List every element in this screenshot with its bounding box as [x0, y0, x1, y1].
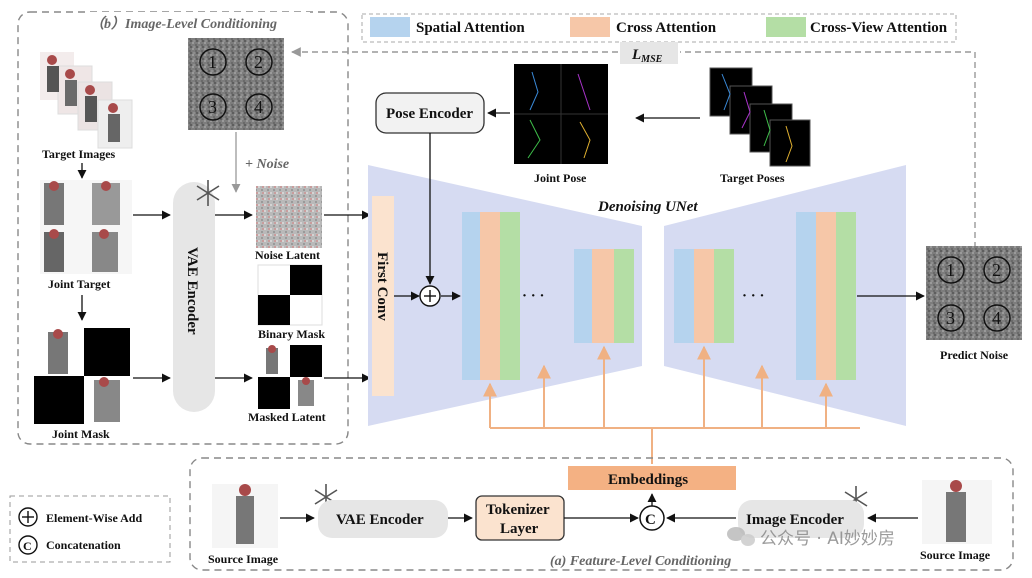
feature-vae-encoder-box — [318, 500, 448, 538]
vae-encoder-label: VAE Encoder — [184, 247, 200, 335]
predict-number-4: 4 — [992, 308, 1001, 328]
symbol-key: Element-Wise Add C Concatenation — [9, 495, 171, 563]
noise-number-3: 3 — [208, 97, 217, 117]
loss-path: LMSE — [291, 42, 976, 248]
embeddings-box — [568, 466, 736, 490]
tokenizer-line1: Tokenizer — [486, 502, 550, 518]
predict-number-2: 2 — [992, 260, 1001, 280]
concat-key-label: Concatenation — [46, 538, 121, 552]
first-conv-block — [372, 196, 394, 396]
unet-title: Denoising UNet — [597, 199, 698, 215]
target-images-label: Target Images — [42, 147, 116, 161]
source-image-left-label: Source Image — [208, 552, 279, 566]
denoising-unet: Denoising UNet First Conv · · · · · · — [368, 165, 925, 426]
watermark-text: 公众号 · AI妙妙房 — [760, 529, 895, 549]
noise-image: 1 2 3 4 — [188, 38, 284, 130]
noise-add-label: + Noise — [245, 157, 289, 172]
joint-pose-label: Joint Pose — [534, 171, 587, 185]
joint-mask-label: Joint Mask — [52, 427, 110, 441]
feature-level-panel: Embeddings Source Image VAE Encoder Toke… — [189, 457, 1014, 571]
source-image-right — [922, 480, 992, 544]
image-level-panel: （b）Image-Level Conditioning Target Image… — [17, 11, 371, 445]
legend-cross-swatch — [570, 17, 610, 37]
legend-crossview-swatch — [766, 17, 806, 37]
legend-spatial-label: Spatial Attention — [416, 20, 525, 36]
masked-latent-label: Masked Latent — [248, 410, 326, 424]
predict-noise-label: Predict Noise — [940, 348, 1009, 362]
joint-mask-grid — [34, 328, 130, 424]
predict-noise-image: 1 2 3 4 — [926, 246, 1022, 340]
source-image-right-label: Source Image — [920, 548, 991, 562]
add-key-label: Element-Wise Add — [46, 511, 142, 525]
noise-number-4: 4 — [254, 97, 263, 117]
noise-latent-image — [256, 186, 322, 248]
joint-target-label: Joint Target — [48, 277, 110, 291]
feature-vae-encoder-label: VAE Encoder — [336, 512, 424, 528]
legend-spatial-swatch — [370, 17, 410, 37]
target-images-stack — [40, 52, 133, 149]
embeddings-label: Embeddings — [608, 472, 688, 488]
concat-key-symbol: C — [23, 539, 32, 553]
image-encoder-label: Image Encoder — [746, 512, 844, 528]
legend-crossview-label: Cross-View Attention — [810, 20, 948, 36]
decoder-ellipsis: · · · — [742, 288, 765, 304]
encoder-ellipsis: · · · — [522, 288, 545, 304]
concat-node — [639, 505, 665, 531]
pose-section: Pose Encoder Joint Pose Target Poses — [375, 64, 811, 285]
image-encoder-box — [738, 500, 864, 538]
concat-node-symbol: C — [645, 512, 656, 528]
predict-number-3: 3 — [946, 308, 955, 328]
masked-latent-image — [258, 345, 322, 409]
joint-pose-image — [514, 64, 608, 164]
predict-number-1: 1 — [946, 260, 955, 280]
binary-mask-label: Binary Mask — [258, 327, 325, 341]
noise-number-2: 2 — [254, 52, 263, 72]
feature-level-title: (a) Feature-Level Conditioning — [550, 554, 731, 569]
source-image-left — [212, 484, 278, 548]
legend-cross-label: Cross Attention — [616, 20, 717, 36]
concat-key-icon — [18, 535, 38, 555]
image-level-title: （b）Image-Level Conditioning — [90, 15, 277, 32]
watermark: 公众号 · AI妙妙房 — [727, 527, 895, 549]
attention-legend: Spatial Attention Cross Attention Cross-… — [361, 13, 957, 43]
vae-encoder-block — [173, 182, 215, 412]
binary-mask-image — [257, 264, 323, 326]
tokenizer-line2: Layer — [500, 521, 539, 537]
noise-number-1: 1 — [208, 52, 217, 72]
target-poses-label: Target Poses — [720, 171, 785, 185]
first-conv-label: First Conv — [374, 252, 390, 321]
loss-box — [620, 42, 678, 64]
pose-encoder-label: Pose Encoder — [386, 106, 473, 122]
loss-symbol: LMSE — [631, 47, 663, 65]
target-poses-stack — [709, 67, 811, 167]
snowflake-icon — [196, 180, 220, 206]
joint-target-grid — [40, 180, 132, 274]
noise-latent-label: Noise Latent — [255, 248, 320, 262]
